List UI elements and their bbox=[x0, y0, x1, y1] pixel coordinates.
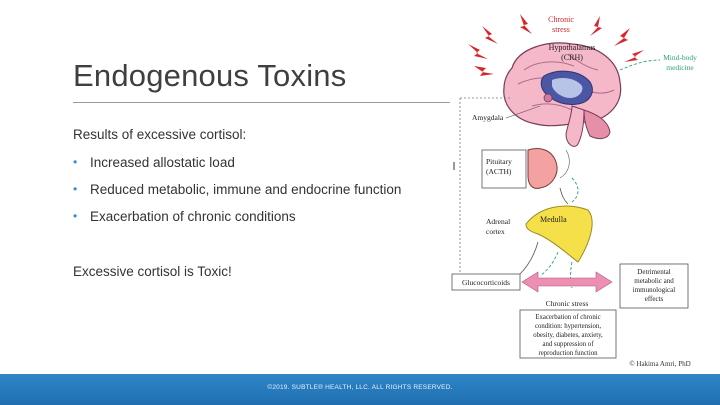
mind-body-arrow bbox=[619, 59, 661, 71]
adrenal-cortex-label-2: cortex bbox=[486, 227, 505, 236]
mind-body-label-2: medicine bbox=[666, 63, 694, 72]
diagram-credit: © Hakima Amri, PhD bbox=[629, 360, 690, 368]
pituitary-label-1: Pituitary bbox=[486, 157, 512, 166]
chronic-stress-label-1: Chronic bbox=[548, 15, 574, 24]
svg-text:Detrimental: Detrimental bbox=[637, 268, 670, 276]
svg-text:obesity, diabetes, anxiety,: obesity, diabetes, anxiety, bbox=[533, 332, 603, 339]
footer-bar bbox=[0, 374, 720, 405]
pituitary-gland bbox=[527, 148, 558, 189]
svg-text:effects: effects bbox=[645, 295, 664, 303]
pituitary-label-2: (ACTH) bbox=[486, 167, 512, 176]
chronic-stress-arrow-label: Chronic stress bbox=[546, 299, 589, 308]
bullet-list: •Increased allostatic load •Reduced meta… bbox=[73, 155, 401, 236]
pituitary-box bbox=[481, 149, 527, 189]
hpa-axis-diagram: Chronic stress Hypothalamus (CRH) Mind-b… bbox=[451, 14, 697, 368]
double-arrow-icon bbox=[521, 271, 613, 293]
stress-bolts-icon bbox=[468, 14, 644, 76]
footer-copyright: ©2019. SUBTLE® HEALTH, LLC. ALL RIGHTS R… bbox=[267, 384, 453, 391]
intro-text: Results of excessive cortisol: bbox=[73, 127, 247, 142]
bullet-item: •Exacerbation of chronic conditions bbox=[73, 209, 296, 224]
adrenal-cortex-label-1: Adrenal bbox=[486, 217, 510, 226]
hypothalamus-label-2: (CRH) bbox=[561, 53, 583, 62]
svg-text:Exacerbation of chronic: Exacerbation of chronic bbox=[535, 314, 600, 321]
glucocorticoids-label: Glucocorticoids bbox=[462, 278, 510, 287]
bullet-icon: • bbox=[73, 209, 78, 223]
svg-text:immunological: immunological bbox=[633, 286, 675, 294]
glucocorticoids-box bbox=[451, 273, 521, 291]
bullet-icon: • bbox=[73, 182, 78, 196]
svg-text:metabolic and: metabolic and bbox=[634, 277, 674, 285]
exacerbation-box bbox=[519, 309, 617, 359]
detrimental-effects-box bbox=[619, 263, 689, 309]
title-divider bbox=[73, 102, 450, 103]
closing-text: Excessive cortisol is Toxic! bbox=[73, 264, 232, 279]
amygdala-pointer bbox=[505, 105, 541, 119]
svg-text:reproduction function: reproduction function bbox=[538, 350, 598, 357]
adrenal-gland bbox=[525, 205, 593, 263]
hypothalamus-label-1: Hypothalamus bbox=[549, 43, 596, 52]
svg-text:condition: hypertension,: condition: hypertension, bbox=[535, 323, 601, 330]
mind-body-label-1: Mind-body bbox=[663, 53, 697, 62]
chronic-stress-label-2: stress bbox=[552, 25, 570, 34]
bullet-item: •Increased allostatic load bbox=[73, 155, 235, 170]
slide-title: Endogenous Toxins bbox=[73, 58, 347, 93]
bullet-icon: • bbox=[73, 155, 78, 169]
amygdala-label: Amygdala bbox=[472, 113, 504, 122]
brain-illustration bbox=[503, 42, 622, 147]
pituitary-to-adrenal-arrow bbox=[559, 187, 569, 205]
svg-text:and suppression of: and suppression of bbox=[543, 341, 595, 348]
medulla-label: Medulla bbox=[540, 215, 567, 224]
bullet-item: •Reduced metabolic, immune and endocrine… bbox=[73, 182, 402, 197]
